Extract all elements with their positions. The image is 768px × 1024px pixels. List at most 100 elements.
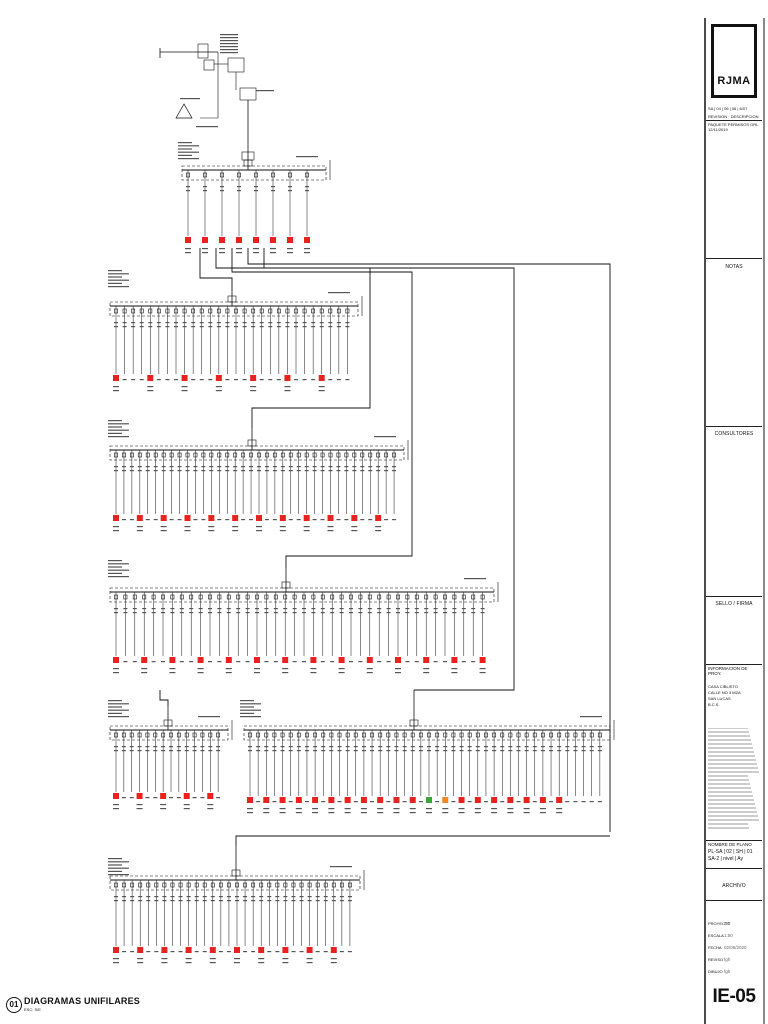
circuit-label — [376, 470, 381, 472]
branch-breaker — [179, 594, 184, 600]
load-label — [539, 808, 546, 810]
branch-breaker — [328, 308, 333, 314]
service-annotation — [220, 43, 238, 45]
branch-breaker — [305, 172, 309, 178]
load-label — [377, 812, 384, 814]
circuit-label — [129, 466, 134, 468]
circuit-label — [368, 470, 373, 472]
spare-mark — [302, 379, 307, 381]
field-value: fgh — [724, 969, 731, 974]
service-annotation — [220, 52, 238, 54]
branch-breaker — [241, 452, 246, 458]
circuit-label — [508, 750, 513, 752]
circuit-label — [251, 326, 256, 328]
load-label — [232, 530, 239, 532]
load-label — [209, 958, 216, 960]
spare-mark — [323, 951, 328, 953]
circuit-label — [139, 322, 144, 324]
circuit-label — [216, 326, 221, 328]
circuit-label — [114, 326, 118, 328]
load-label — [327, 530, 334, 532]
branch-breaker — [292, 594, 297, 600]
circuit-label — [283, 900, 288, 902]
field-label: DIBUJO — [708, 969, 723, 974]
circuit-label — [268, 326, 273, 328]
circuit-label — [192, 750, 197, 752]
spare-mark — [418, 801, 423, 803]
circuit-label — [405, 612, 410, 614]
branch-breaker — [236, 594, 241, 600]
load-symbol — [253, 237, 259, 243]
branch-breaker — [217, 452, 222, 458]
load-label — [279, 530, 286, 532]
circuit-label — [294, 322, 298, 324]
load-label — [375, 530, 382, 532]
branch-breaker — [210, 882, 215, 888]
spare-mark — [435, 801, 440, 803]
circuit-label — [264, 608, 269, 610]
panel-header-text — [178, 148, 192, 150]
circuit-label — [139, 326, 144, 328]
load-label — [395, 668, 401, 670]
circuit-label — [275, 900, 280, 902]
load-label — [185, 248, 191, 250]
load-symbol — [113, 947, 119, 953]
circuit-label — [217, 466, 222, 468]
circuit-label — [226, 612, 231, 614]
load-label — [556, 808, 563, 810]
circuit-label — [225, 322, 230, 324]
branch-breaker — [280, 732, 285, 738]
circuit-label — [315, 896, 320, 898]
branch-breaker — [216, 308, 221, 314]
load-label — [360, 808, 367, 810]
load-label — [184, 526, 191, 528]
circuit-label — [283, 612, 288, 614]
circuit-label — [331, 900, 336, 902]
load-symbol — [426, 797, 432, 803]
branch-breaker — [243, 882, 247, 888]
circuit-label — [146, 896, 151, 898]
branch-breaker — [225, 308, 230, 314]
load-symbol — [279, 515, 286, 521]
branch-breaker — [328, 452, 333, 458]
branch-breaker — [245, 594, 250, 600]
spare-mark — [249, 519, 254, 521]
load-symbol — [263, 797, 270, 803]
spare-mark — [370, 801, 375, 803]
branch-breaker — [251, 882, 256, 888]
circuit-label — [410, 750, 415, 752]
load-label — [113, 958, 119, 960]
circuit-label — [532, 750, 537, 752]
panel-header-text — [108, 279, 129, 281]
branch-breaker — [386, 732, 391, 738]
spare-mark — [443, 661, 447, 663]
spare-mark — [217, 661, 222, 663]
circuit-label — [225, 470, 230, 472]
load-label — [556, 812, 563, 814]
load-symbol — [304, 237, 310, 243]
branch-breaker — [259, 882, 264, 888]
branch-breaker — [153, 732, 158, 738]
circuit-label — [384, 470, 389, 472]
revision-line-2: REVISION · DESCRIPCION — [708, 114, 759, 119]
circuit-label — [443, 750, 448, 752]
circuit-label — [467, 750, 472, 752]
load-symbol — [338, 657, 345, 663]
circuit-label — [251, 896, 256, 898]
load-label — [304, 252, 310, 254]
branch-breaker — [573, 732, 578, 738]
circuit-label — [186, 896, 191, 898]
circuit-label — [179, 612, 184, 614]
circuit-label — [220, 186, 224, 188]
load-label — [234, 962, 240, 964]
circuit-label — [313, 750, 318, 752]
circuit-label — [589, 746, 594, 748]
load-label — [215, 386, 222, 388]
load-label — [442, 808, 449, 810]
main-breaker — [281, 581, 291, 589]
branch-breaker — [186, 882, 191, 888]
feeder-to-panel-5b — [247, 248, 611, 832]
divider — [706, 258, 762, 259]
circuit-label — [296, 750, 301, 752]
spare-mark — [272, 519, 277, 521]
